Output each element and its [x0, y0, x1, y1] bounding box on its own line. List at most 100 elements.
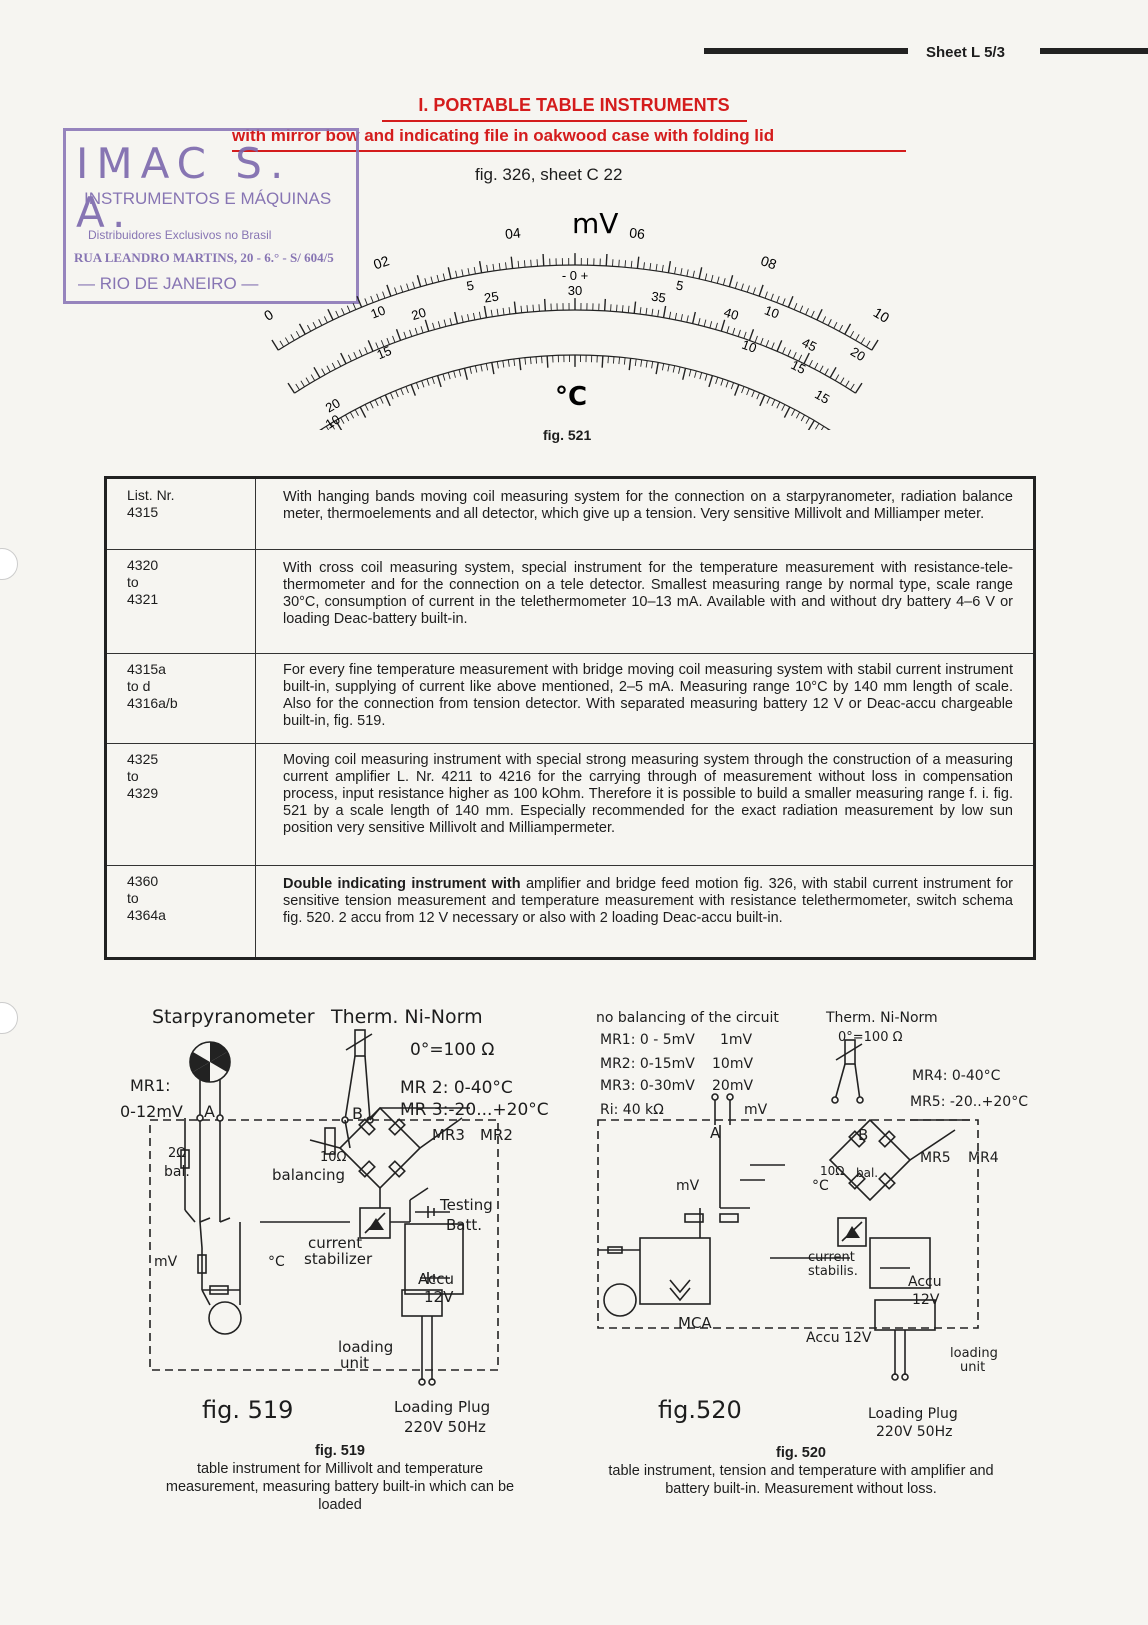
figure-reference: fig. 326, sheet C 22	[475, 165, 623, 184]
scale-tick	[645, 307, 648, 315]
scale-label-mid: 10	[762, 302, 781, 321]
scale-tick	[346, 305, 351, 313]
scale-tick	[800, 414, 805, 422]
scale-tick	[341, 308, 345, 315]
label-mr3-range: MR 3:-20...+20°C	[400, 1100, 549, 1120]
table-row: 4315a to d 4316a/b For every fine temper…	[107, 653, 1033, 743]
scale-tick	[400, 285, 404, 293]
scale-tick	[400, 388, 404, 396]
scale-tick	[728, 275, 734, 287]
scale-tick	[824, 368, 829, 375]
scale-tick	[668, 311, 672, 319]
scale-tick	[358, 349, 363, 357]
title-underline	[382, 120, 747, 122]
scale-tick	[424, 278, 428, 286]
scale-tick	[313, 366, 321, 379]
fig520-caption-title: fig. 520	[776, 1445, 826, 1461]
scale-tick	[384, 394, 391, 407]
scale-tick	[442, 273, 446, 281]
scale-tick	[535, 356, 538, 364]
scale-tick	[295, 383, 300, 391]
scale-tick	[325, 426, 330, 430]
label-starpyranometer: Starpyranometer	[152, 1006, 315, 1028]
scale-tick	[437, 321, 441, 329]
scale-tick	[327, 308, 334, 321]
scale-tick	[640, 359, 643, 367]
scale-tick	[467, 314, 470, 322]
scale-tick	[478, 311, 482, 319]
scale-tick	[461, 269, 464, 277]
scale-tick	[337, 359, 342, 367]
scale-tick	[284, 337, 290, 344]
scale-tick	[364, 298, 368, 306]
label-loading-plug: Loading Plug	[394, 1398, 491, 1416]
scale-tick	[771, 342, 775, 350]
scale-tick	[692, 270, 695, 278]
scale-tick	[766, 397, 771, 404]
label-unit-520: unit	[960, 1360, 986, 1375]
scale-tick	[805, 417, 810, 424]
scale-tick	[454, 311, 459, 324]
scale-tick	[708, 375, 714, 388]
scale-tick	[816, 308, 823, 321]
scale-tick	[743, 331, 747, 339]
scale-tick	[651, 361, 654, 369]
label-accu: Accu	[418, 1270, 454, 1288]
list-nr: 4325 to 4329	[127, 751, 159, 801]
list-nr: 4315a to d 4316a/b	[127, 661, 178, 711]
scale-tick	[795, 411, 801, 419]
scale-tick	[352, 303, 357, 310]
label-b-520: B	[858, 1126, 869, 1144]
scale-tick	[530, 259, 532, 267]
row-description: With cross coil measuring system, specia…	[283, 560, 1013, 627]
scale-tick	[855, 334, 860, 341]
scale-tick	[704, 373, 708, 381]
scale-tick	[412, 281, 416, 289]
table-row: 4320 to 4321 With cross coil measuring s…	[107, 549, 1033, 653]
row-description: For every fine temperature measurement w…	[283, 662, 1013, 729]
scale-tick	[436, 375, 442, 388]
scale-tick	[815, 423, 820, 430]
label-mr1b-520: 1mV	[720, 1032, 753, 1048]
scale-tick	[430, 276, 434, 284]
scale-tick	[732, 327, 736, 335]
scale-unit-c: °C	[555, 382, 587, 412]
scale-tick	[409, 329, 413, 337]
scale-tick	[508, 307, 511, 315]
scale-tick	[624, 260, 627, 268]
scale-tick	[844, 323, 852, 335]
scale-tick	[374, 399, 379, 407]
scale-tick	[686, 269, 689, 277]
scale-label-c: 10	[323, 412, 343, 430]
scale-tick	[807, 420, 815, 430]
label-mr5-tag: MR5	[920, 1150, 951, 1166]
scale-tick	[543, 298, 547, 311]
stamp-address: RUA LEANDRO MARTINS, 20 - 6.° - S/ 604/5	[74, 250, 334, 265]
scale-tick	[649, 263, 652, 271]
scale-tick	[367, 340, 374, 352]
scale-tick	[694, 370, 697, 378]
scale-tick	[791, 409, 796, 416]
label-therm-520: Therm. Ni-Norm	[826, 1010, 938, 1026]
scale-tick	[678, 366, 681, 374]
scale-tick	[447, 267, 452, 280]
punch-hole	[0, 548, 18, 580]
scale-tick	[782, 347, 786, 354]
scale-tick	[667, 260, 672, 273]
scale-tick	[326, 365, 331, 373]
scale-arc	[319, 354, 831, 430]
label-plug-voltage-520: 220V 50Hz	[876, 1424, 953, 1440]
scale-tick	[715, 322, 718, 330]
label-accu12: Accu 12V	[806, 1330, 872, 1346]
scale-tick	[655, 362, 659, 375]
scale-tick	[478, 260, 483, 273]
distributor-stamp: IMAC S. A. INSTRUMENTOS E MÁQUINAS Distr…	[63, 128, 359, 304]
scale-tick	[661, 363, 665, 371]
scale-tick	[799, 305, 804, 313]
row-description: With hanging bands moving coil measuring…	[283, 489, 1013, 522]
label-b: B	[352, 1104, 363, 1123]
scale-tick	[628, 358, 632, 371]
stamp-distributor: Distribuidores Exclusivos no Brasil	[88, 228, 272, 242]
scale-tick	[356, 295, 363, 308]
scale-tick	[463, 368, 468, 380]
